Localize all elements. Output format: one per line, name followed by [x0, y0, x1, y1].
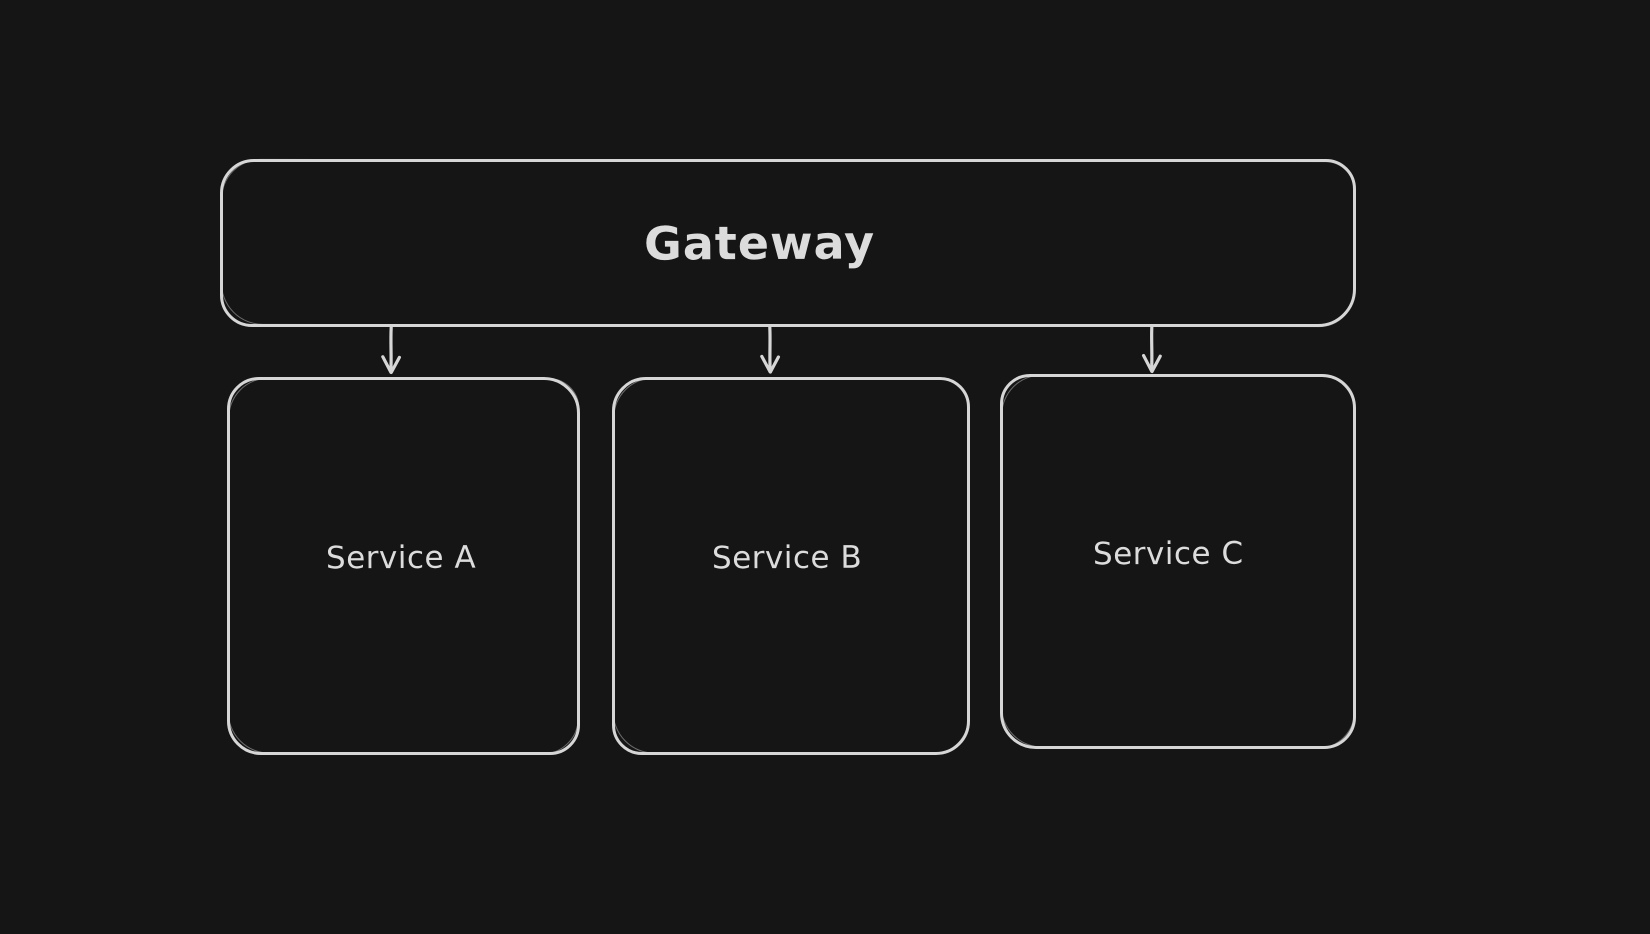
gateway-node[interactable]: Gateway — [220, 159, 1356, 327]
arrow-gateway-to-service-a[interactable] — [381, 325, 401, 374]
gateway-label: Gateway — [644, 215, 876, 271]
service-b-node[interactable]: Service B — [612, 377, 970, 755]
service-c-label: Service C — [1092, 535, 1244, 572]
service-c-node[interactable]: Service C — [1000, 374, 1356, 749]
arrow-gateway-to-service-b[interactable] — [760, 325, 780, 374]
arrow-gateway-to-service-c[interactable] — [1142, 325, 1162, 373]
service-a-label: Service A — [326, 539, 477, 577]
service-b-label: Service B — [711, 539, 863, 577]
service-a-node[interactable]: Service A — [227, 377, 580, 755]
